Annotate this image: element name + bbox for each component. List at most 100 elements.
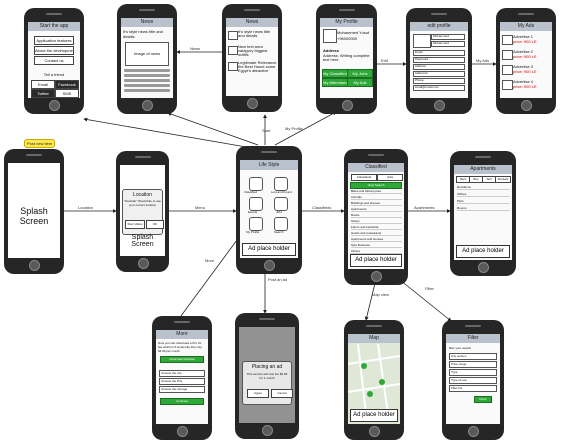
map-title: Map [348, 334, 400, 343]
news-item-2[interactable]: New text area catagory biggest outfits [238, 45, 268, 57]
more-select-1[interactable]: Choose the Plot [159, 378, 205, 385]
edge-label-map-view: Map view [372, 292, 389, 297]
edit-field-5[interactable]: Address2 [413, 71, 465, 77]
tab-buy[interactable]: Buy [469, 176, 483, 183]
jobs-icon[interactable] [274, 197, 288, 211]
phone-edit-profile: edit profile Mohammed Mohammed Email Pas… [406, 8, 472, 114]
classified-ad[interactable]: Ad place holder [350, 254, 402, 267]
my-classified-button[interactable]: My Classified [322, 69, 348, 78]
edge-label-start: Start [262, 128, 271, 133]
phone-news-detail: News It's style news title and details I… [117, 4, 177, 114]
classified-row-9[interactable]: Apartments and Houses [351, 237, 402, 242]
email-share-button[interactable]: Email [31, 80, 55, 89]
filter-field-2[interactable]: Type [449, 369, 497, 376]
edit-field-2[interactable]: Email [413, 50, 465, 56]
facebook-share-button[interactable]: Facebook [55, 80, 79, 89]
ad-item-2-price: price: 900 LE [513, 54, 537, 59]
classified-row-4[interactable]: Apartments [351, 207, 402, 212]
edge-label-news: News [190, 46, 201, 51]
sticky-note: Post new item [24, 139, 56, 148]
app-features-button[interactable]: Application features [34, 36, 74, 45]
dont-allow-button[interactable]: Don't Allow [125, 220, 145, 229]
map-ad[interactable]: Ad place holder [350, 409, 398, 422]
my-ads-title: My Ads [500, 22, 552, 31]
classified-row-8[interactable]: Hotels and restaurants [351, 231, 402, 236]
ad-item-2-name[interactable]: Advertise 2 [513, 49, 534, 54]
placing-ad-dialog: Placing an ad This service will cost the… [242, 361, 293, 405]
classified-row-2[interactable]: Animals [351, 195, 402, 200]
contact-button[interactable]: Contact us [34, 56, 74, 65]
classified-row-3[interactable]: Buildings and Houses [351, 201, 402, 206]
my-jobs-button[interactable]: My Jobs [347, 69, 373, 78]
ad-item-4-price: price: 900 LE [513, 84, 537, 89]
my-ads-button[interactable]: My Ads [347, 78, 373, 87]
lifestyle-ad[interactable]: Ad place holder [242, 243, 296, 256]
more-select-0[interactable]: Choose the city [159, 370, 205, 377]
location-body: "Duwhatr" Would like to use your current… [124, 199, 161, 207]
start-title: Start the app [28, 22, 80, 31]
filter-field-4[interactable]: Filter list [449, 385, 497, 392]
icon-label-search: Search [274, 230, 284, 234]
filter-field-3[interactable]: Type of use [449, 377, 497, 384]
news-item-3[interactable]: Legitimate Relevance the Best Haunt some… [238, 61, 277, 73]
apartments-row-3[interactable]: Rooms [457, 206, 510, 211]
location-ok-button[interactable]: OK [146, 220, 164, 229]
arrow-lifestyle-to-news [167, 112, 259, 146]
lost-found-icon[interactable] [274, 177, 288, 191]
apartments-ad[interactable]: Ad place holder [456, 245, 510, 258]
tab-sell[interactable]: Sell [482, 176, 496, 183]
ad-thumb-3 [502, 65, 513, 75]
phone-start-app: Start the app Application features About… [24, 8, 84, 114]
classified-row-11[interactable]: Others [351, 249, 402, 254]
download-button[interactable]: Download Dowplat [160, 356, 204, 363]
cancel-button[interactable]: Cancel [271, 389, 293, 398]
edge-label-my-ads: My Ads [476, 58, 490, 63]
apartments-row-2[interactable]: Plots [457, 199, 510, 204]
classified-row-0[interactable]: View Search [350, 182, 402, 189]
edit-field-7[interactable]: email@email.com [413, 85, 465, 91]
edit-field-3[interactable]: Password [413, 57, 465, 63]
profile-title: My Profile [320, 18, 373, 27]
tab-jobs[interactable]: Jobs [377, 174, 403, 181]
profile-icon[interactable] [249, 217, 263, 231]
tell-friend-label: Tell a friend [43, 72, 65, 77]
tab-classifieds[interactable]: Classifieds [351, 174, 377, 181]
tab-rent[interactable]: Rent [456, 176, 470, 183]
map-pin-1 [361, 363, 367, 369]
arrow-lifestyle-to-start [83, 117, 253, 149]
events-icon[interactable] [249, 197, 263, 211]
tab-rentals[interactable]: Rentals [495, 176, 511, 183]
ad-item-3-name[interactable]: Advertise 3 [513, 64, 534, 69]
about-dev-button[interactable]: About the development [34, 46, 74, 55]
filter-done-button[interactable]: Done [474, 396, 492, 403]
continue-button[interactable]: Continue [160, 398, 204, 405]
edit-field-1[interactable]: Mohammed [431, 41, 465, 47]
more-select-2[interactable]: Choose the storage [159, 386, 205, 393]
twitter-share-button[interactable]: Twitter [31, 89, 55, 98]
filter-field-1[interactable]: Price range [449, 361, 497, 368]
news-item-1[interactable]: It's style news title and details [238, 30, 271, 38]
edit-field-0[interactable]: Mohammed [431, 34, 465, 40]
classified-row-10[interactable]: Sole Business [351, 243, 402, 248]
sms-share-button[interactable]: SMS [55, 89, 79, 98]
edit-field-4[interactable]: Address [413, 64, 465, 70]
icon-label-classified: Classified [244, 190, 258, 194]
arrow-apartments-to-filter [399, 279, 452, 322]
more-title: More [156, 330, 208, 339]
map-view[interactable] [348, 344, 400, 414]
edit-avatar [413, 34, 431, 48]
filter-field-0[interactable]: City section [449, 353, 497, 360]
classified-row-5[interactable]: Books [351, 213, 402, 218]
classified-row-7[interactable]: Farms and Industrial [351, 225, 402, 230]
classified-row-6[interactable]: Shops [351, 219, 402, 224]
apartments-row-0[interactable]: Residence [457, 185, 510, 190]
ad-item-4-name[interactable]: Advertise 4 [513, 79, 534, 84]
edit-field-6[interactable]: Phone [413, 78, 465, 84]
ad-item-1-name[interactable]: Advertise 1 [513, 34, 534, 39]
search-icon[interactable] [274, 217, 288, 231]
classified-icon[interactable] [249, 177, 263, 191]
classified-row-1[interactable]: Bikes and Motorcycles [351, 189, 402, 194]
my-attendance-button[interactable]: My Attendance [322, 78, 348, 87]
agree-button[interactable]: Agree [247, 389, 269, 398]
apartments-row-1[interactable]: Offices [457, 192, 510, 197]
